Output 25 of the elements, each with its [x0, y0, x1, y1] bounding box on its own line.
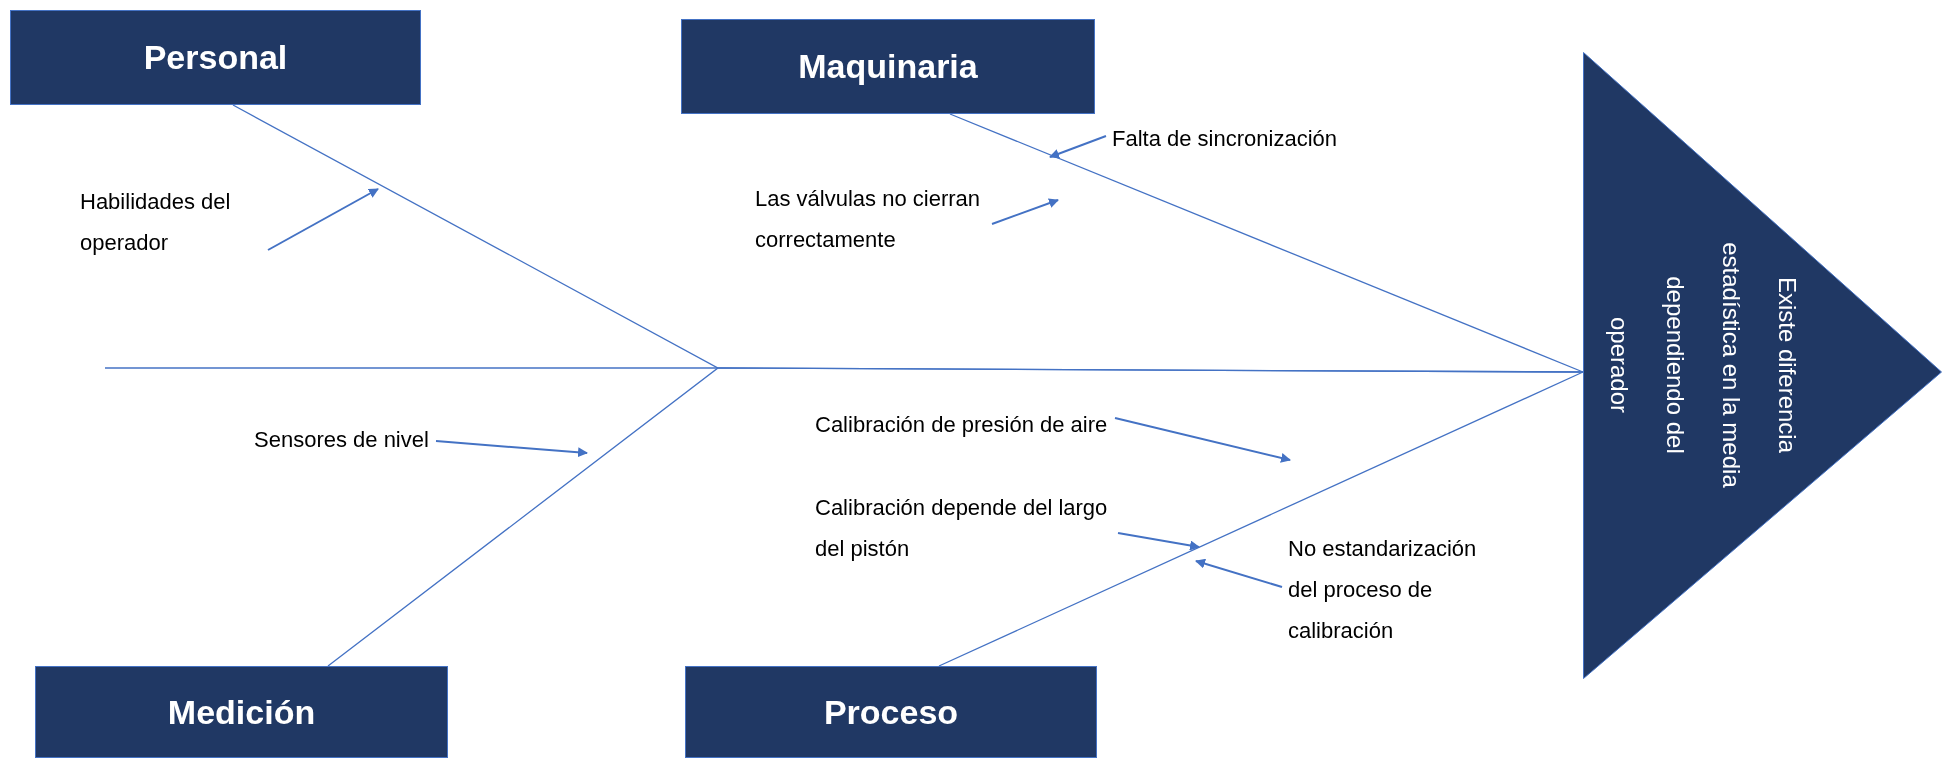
- leader-arrow: [1117, 532, 1200, 551]
- category-box: [685, 666, 1097, 758]
- category-box: [35, 666, 448, 758]
- leader-arrow: [1195, 558, 1283, 588]
- category-box: [10, 10, 421, 105]
- cause-text: Sensores de nivel: [254, 419, 434, 460]
- cause-text: Calibración depende del largo del pistón: [815, 487, 1115, 569]
- cause-text: Las válvulas no cierran correctamente: [755, 178, 1033, 260]
- category-title: Medición: [167, 691, 316, 733]
- leader-arrow: [1049, 135, 1107, 159]
- cause-text: Habilidades del operador: [80, 181, 265, 263]
- category-title: Maquinaria: [798, 46, 978, 87]
- cause-text: No estandarización del proceso de calibración: [1288, 528, 1498, 651]
- leader-arrow: [435, 440, 588, 458]
- category-title: Personal: [143, 37, 288, 78]
- cause-text: Falta de sincronización: [1112, 118, 1372, 159]
- category-title: Proceso: [823, 691, 959, 733]
- leader-arrow: [267, 188, 379, 251]
- leader-arrow: [1114, 417, 1291, 463]
- bone-line: [949, 113, 1584, 373]
- category-box: [681, 19, 1095, 114]
- effect-text: Existe diferencia estadística en la media dependiendo del operador: [1605, 241, 1802, 490]
- cause-text: Calibración de presión de aire: [815, 404, 1196, 445]
- leader-arrow: [991, 198, 1059, 225]
- bone-line: [938, 371, 1584, 667]
